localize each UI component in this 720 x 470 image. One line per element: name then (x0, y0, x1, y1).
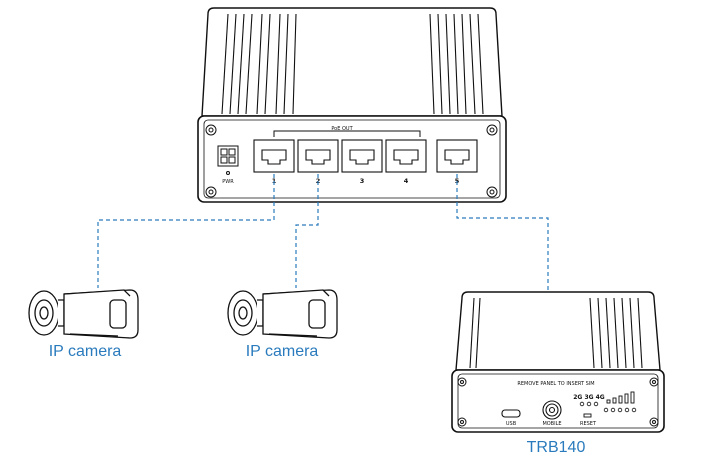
status-leds (579, 401, 637, 413)
pwr-label: PWR (222, 179, 234, 185)
router-name-label: TRB140 (527, 439, 586, 456)
ip-camera-1-label: IP camera (49, 343, 122, 360)
ip-camera-1-icon (28, 289, 139, 339)
poe-switch (197, 7, 507, 203)
ip-camera-2-label: IP camera (246, 343, 319, 360)
router-screw (457, 377, 659, 427)
switch-heatsink-left (221, 13, 297, 115)
connection-lines (97, 174, 549, 292)
usb-port (501, 409, 521, 418)
router-mobile-label: MOBILE (542, 421, 561, 427)
switch-screw (205, 124, 498, 198)
trb140-router (451, 291, 665, 433)
ip-camera-2-icon (227, 289, 338, 339)
poe-out-label: PoE OUT (331, 126, 353, 132)
switch-heatsink-right (429, 13, 484, 115)
reset-button (583, 413, 592, 418)
mobile-antenna-connector (542, 400, 562, 420)
link-port5-router (456, 174, 549, 292)
router-notice-label: REMOVE PANEL TO INSERT SIM (517, 381, 594, 387)
router-reset-label: RESET (580, 421, 597, 427)
ethernet-ports (253, 139, 478, 173)
signal-strength-icon (606, 391, 635, 404)
router-heatsink-right (589, 297, 643, 369)
router-usb-label: USB (506, 421, 517, 427)
port-number-4: 4 (404, 177, 409, 185)
link-port1-camera1 (97, 174, 275, 288)
power-connector (217, 145, 239, 175)
router-heatsink-left (469, 297, 481, 369)
port-number-3: 3 (360, 177, 365, 185)
router-signal-label: 2G 3G 4G (573, 394, 605, 401)
